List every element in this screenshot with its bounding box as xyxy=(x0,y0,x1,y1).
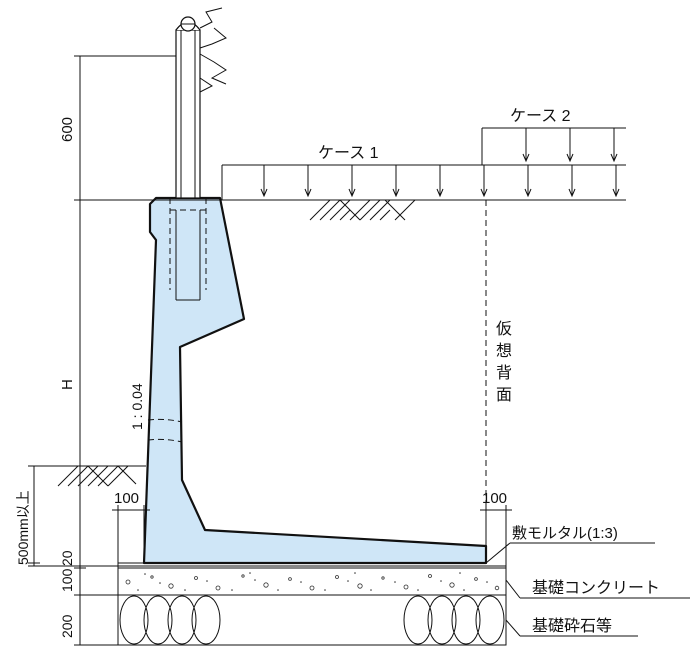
foundation-concrete-label: 基礎コンクリート xyxy=(532,579,660,597)
concrete-dots-pattern xyxy=(137,572,488,591)
top-ground-hatch xyxy=(309,199,416,221)
left-dimension-lines xyxy=(28,55,176,646)
foundation-gravel-label: 基礎砕石等 xyxy=(532,617,612,635)
load-arrow-head xyxy=(522,153,530,163)
case2-label: ケース 2 xyxy=(510,107,571,125)
dim-right-100-label: 100 xyxy=(482,490,507,507)
load-arrow-head xyxy=(566,153,574,163)
svg-text:面: 面 xyxy=(496,387,512,404)
load-arrow-head xyxy=(436,188,444,198)
case2-load-arrows xyxy=(522,128,618,163)
dim-600-label: 600 xyxy=(59,117,76,142)
load-arrow-head xyxy=(610,153,618,163)
dim-100-label: 100 xyxy=(59,568,75,592)
slope-break-upper xyxy=(147,418,183,423)
load-arrow-head xyxy=(260,188,268,198)
dim-500-label: 500mm以上 xyxy=(15,490,31,565)
foundation-concrete-layer xyxy=(117,567,507,596)
horizontal-dimension-lines xyxy=(112,505,512,568)
load-arrow-head xyxy=(568,188,576,198)
dim-200-label: 200 xyxy=(59,614,75,638)
guard-post xyxy=(175,16,201,199)
retaining-wall-body xyxy=(142,196,488,565)
slope-label: 1 : 0.04 xyxy=(129,383,145,430)
load-arrow-head xyxy=(612,188,620,198)
gravel-pattern xyxy=(119,595,505,645)
load-arrow-head xyxy=(348,188,356,198)
svg-text:仮: 仮 xyxy=(496,320,512,338)
virtual-back-label: 仮 想 背 面 xyxy=(496,320,512,404)
foundation-gravel-layer xyxy=(117,594,507,646)
guard-rail-beam xyxy=(199,7,227,93)
case1-load-arrows xyxy=(260,165,620,198)
load-arrow-head xyxy=(480,188,488,198)
left-ground-hatch xyxy=(57,465,137,487)
mortar-label: 敷モルタル(1:3) xyxy=(512,524,618,542)
svg-text:背: 背 xyxy=(496,364,512,382)
post-embedment xyxy=(169,198,207,301)
load-arrow-head xyxy=(304,188,312,198)
slope-break-lower xyxy=(147,438,183,443)
dim-h-label: H xyxy=(59,379,76,390)
load-arrow-head xyxy=(392,188,400,198)
leader-lines xyxy=(485,542,690,637)
dim-left-100-label: 100 xyxy=(114,490,139,507)
load-arrow-head xyxy=(524,188,532,198)
concrete-aggregate-pattern xyxy=(125,574,500,591)
svg-text:想: 想 xyxy=(496,342,512,360)
case1-label: ケース 1 xyxy=(318,144,379,162)
dim-20-label: 20 xyxy=(59,550,75,566)
